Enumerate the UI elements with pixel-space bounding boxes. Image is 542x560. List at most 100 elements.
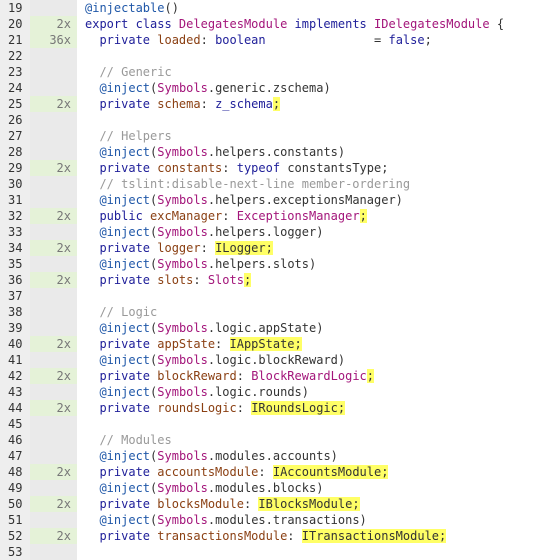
hit-count — [30, 384, 77, 400]
code-token: @injectable — [85, 1, 165, 15]
code-token: slots — [157, 273, 194, 287]
uncovered-branch-highlight: ITransactionsModule; — [301, 529, 447, 543]
code-token: Symbols — [157, 145, 208, 159]
line-number: 22 — [0, 48, 30, 64]
code-token: @inject — [85, 257, 151, 271]
line-number: 30 — [0, 176, 30, 192]
code-token: IDelegatesModule — [374, 17, 490, 31]
code-token: Symbols — [157, 385, 208, 399]
code-token: ( — [150, 225, 158, 239]
line-number: 27 — [0, 128, 30, 144]
code-token: Symbols — [157, 481, 208, 495]
code-token: Symbols — [157, 353, 208, 367]
line-number: 29 — [0, 160, 30, 176]
uncovered-branch-highlight: IRoundsLogic; — [251, 401, 346, 415]
code-token: loaded — [157, 33, 201, 47]
code-token: : — [215, 337, 230, 351]
line-number: 28 — [0, 144, 30, 160]
line-number: 25 — [0, 96, 30, 112]
hit-count: 2x — [30, 496, 77, 512]
code-token: : — [287, 529, 302, 543]
line-number: 48 — [0, 464, 30, 480]
hit-count — [30, 112, 77, 128]
source-code: @inject(Symbols.helpers.logger) — [85, 224, 323, 240]
code-line: 33 @inject(Symbols.helpers.logger) — [0, 224, 542, 240]
code-token: @inject — [85, 449, 151, 463]
code-token: // Logic — [85, 305, 158, 319]
code-token: ( — [150, 449, 158, 463]
code-token: private — [85, 241, 158, 255]
code-token: ( — [150, 257, 158, 271]
hit-count — [30, 48, 77, 64]
code-line: 30 // tslint:disable-next-line member-or… — [0, 176, 542, 192]
source-code: // Helpers — [85, 128, 171, 144]
hit-count — [30, 288, 77, 304]
source-code: // Modules — [85, 432, 172, 448]
code-token: : — [200, 97, 216, 111]
line-number: 43 — [0, 384, 30, 400]
line-number: 36 — [0, 272, 30, 288]
source-code: @inject(Symbols.logic.rounds) — [85, 384, 309, 400]
code-token: blockReward — [157, 369, 237, 383]
code-token: @inject — [85, 481, 151, 495]
line-number: 45 — [0, 416, 30, 432]
code-line: 28 @inject(Symbols.helpers.constants) — [0, 144, 542, 160]
line-number: 38 — [0, 304, 30, 320]
source-code: private appState: IAppState; — [85, 336, 302, 352]
code-token: private — [85, 497, 158, 511]
code-token: .modules.transactions) — [207, 513, 367, 527]
line-number: 53 — [0, 544, 30, 560]
hit-count — [30, 80, 77, 96]
uncovered-branch-highlight: ILogger; — [215, 241, 273, 255]
code-token: : — [222, 161, 237, 175]
uncovered-branch-highlight: IAccountsModule; — [272, 465, 389, 479]
line-number: 49 — [0, 480, 30, 496]
line-number: 47 — [0, 448, 30, 464]
code-token: private — [85, 161, 158, 175]
hit-count — [30, 0, 77, 16]
code-line: 39 @inject(Symbols.logic.appState) — [0, 320, 542, 336]
uncovered-branch-highlight: IAppState; — [229, 337, 302, 351]
hit-count — [30, 432, 77, 448]
code-token: @inject — [85, 225, 151, 239]
code-token: .generic.zschema) — [207, 81, 331, 95]
hit-count — [30, 256, 77, 272]
code-token: @inject — [85, 81, 151, 95]
code-token: Symbols — [157, 449, 208, 463]
code-line: 49 @inject(Symbols.modules.blocks) — [0, 480, 542, 496]
code-token: : — [193, 273, 208, 287]
code-token: { — [489, 17, 505, 31]
code-line: 24 @inject(Symbols.generic.zschema) — [0, 80, 542, 96]
code-token: excManager — [150, 209, 223, 223]
code-token: accountsModule — [157, 465, 259, 479]
code-token: private — [85, 401, 158, 415]
code-token: private — [85, 369, 158, 383]
source-code: @inject(Symbols.generic.zschema) — [85, 80, 331, 96]
code-line: 37 — [0, 288, 542, 304]
hit-count: 2x — [30, 336, 77, 352]
code-token: // Modules — [85, 433, 172, 447]
code-token: private — [85, 273, 158, 287]
source-code: export class DelegatesModule implements … — [85, 16, 504, 32]
code-token: : — [243, 497, 259, 511]
hit-count: 2x — [30, 368, 77, 384]
code-line: 26 — [0, 112, 542, 128]
code-token: BlockRewardLogic — [251, 369, 367, 383]
code-token: ( — [150, 145, 158, 159]
code-token: constants — [157, 161, 223, 175]
hit-count — [30, 192, 77, 208]
source-code: // tslint:disable-next-line member-order… — [85, 176, 410, 192]
code-token: .helpers.logger) — [207, 225, 324, 239]
uncovered-branch-highlight: IBlocksModule; — [258, 497, 360, 511]
code-line: 27 // Helpers — [0, 128, 542, 144]
code-token: private — [85, 337, 158, 351]
hit-count — [30, 512, 77, 528]
code-line: 46 // Modules — [0, 432, 542, 448]
source-code: @injectable() — [85, 0, 179, 16]
source-code: private constants: typeof constantsType; — [85, 160, 388, 176]
